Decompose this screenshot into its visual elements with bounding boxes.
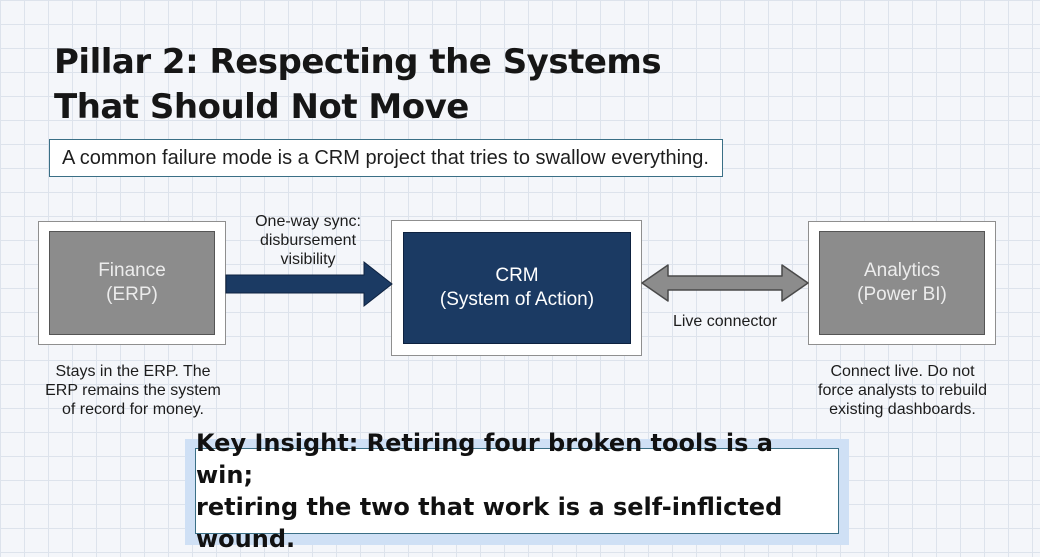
one-way-sync-label-line-2: disbursement [259,232,357,249]
subtitle-text: A common failure mode is a CRM project t… [62,146,709,169]
crm-node-title: CRM [495,265,539,286]
one-way-sync-label-line-1: One-way sync: [255,213,361,230]
finance-caption-line-3: of record for money. [62,401,204,418]
analytics-node: Analytics (Power BI) [819,231,985,335]
analytics-caption: Connect live. Do not force analysts to r… [790,362,1015,419]
live-connector-label: Live connector [655,312,795,331]
finance-node-subtitle: (ERP) [106,284,158,305]
finance-caption: Stays in the ERP. The ERP remains the sy… [28,362,238,419]
key-insight-box: Key Insight: Retiring four broken tools … [195,429,839,553]
analytics-caption-line-1: Connect live. Do not [830,363,975,380]
analytics-node-subtitle: (Power BI) [857,284,947,305]
title-line-2: That Should Not Move [54,87,469,127]
page-title: Pillar 2: Respecting the Systems That Sh… [54,40,662,130]
analytics-node-title: Analytics [863,260,941,281]
one-way-sync-label-line-3: visibility [280,251,336,268]
key-insight-line-1: Key Insight: Retiring four broken tools … [196,429,773,489]
one-way-sync-label: One-way sync: disbursement visibility [238,212,378,269]
crm-node: CRM (System of Action) [403,232,631,344]
crm-node-subtitle: (System of Action) [439,289,595,310]
subtitle-callout: A common failure mode is a CRM project t… [49,139,723,177]
finance-node: Finance (ERP) [49,231,215,335]
finance-node-title: Finance [98,260,166,281]
finance-caption-line-2: ERP remains the system [45,382,221,399]
analytics-caption-line-3: existing dashboards. [829,401,976,418]
one-way-sync-arrow [225,260,393,308]
live-connector-arrow [641,264,809,302]
live-connector-label-text: Live connector [672,313,778,330]
finance-caption-line-1: Stays in the ERP. The [55,363,211,380]
analytics-caption-line-2: force analysts to rebuild [818,382,987,399]
key-insight-line-2: retiring the two that work is a self-inf… [196,493,783,553]
title-line-1: Pillar 2: Respecting the Systems [54,42,662,82]
